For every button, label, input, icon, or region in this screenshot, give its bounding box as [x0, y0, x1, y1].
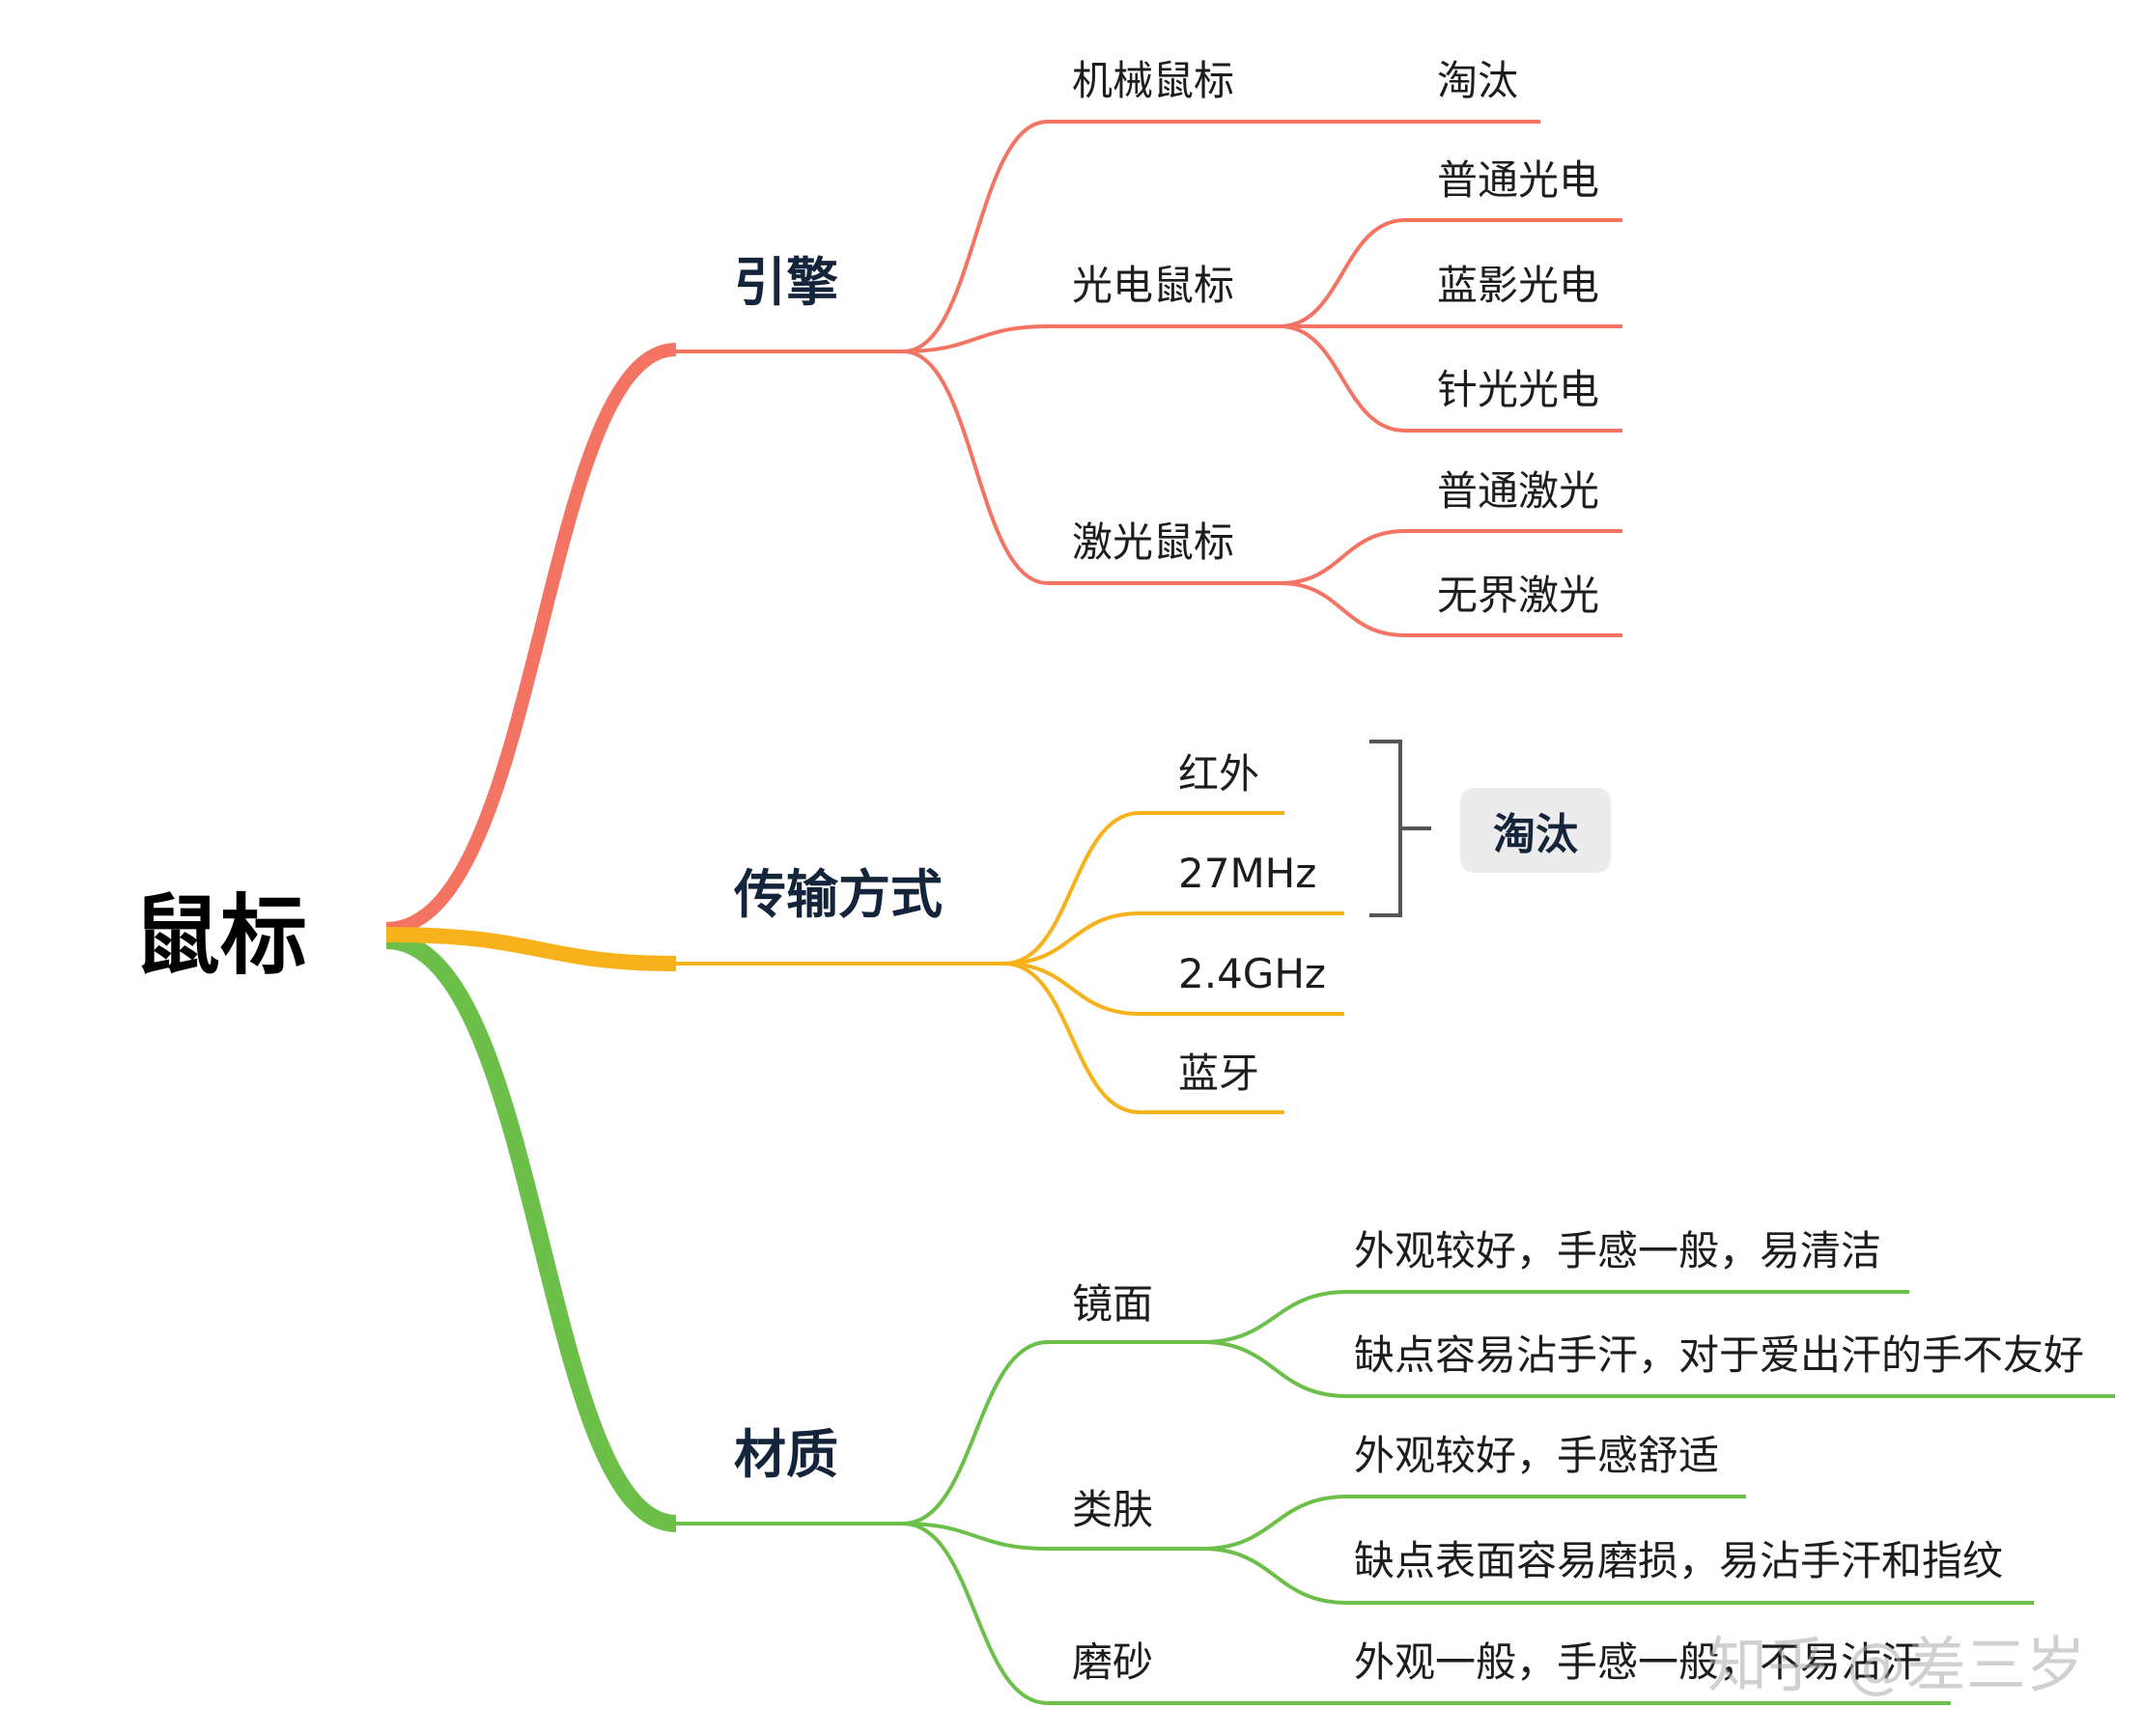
leaf-skin-cons: 缺点表面容易磨损，易沾手汗和指纹: [1354, 1537, 2004, 1584]
branch-material: 材质: [734, 1424, 838, 1485]
edge-optical-3: [1279, 324, 1622, 433]
watermark: 知乎 @差三岁: [1707, 1630, 2086, 1700]
edge-laser: [902, 350, 1289, 585]
branch-transmission: 传输方式: [734, 864, 943, 925]
edge-27mhz: [1003, 911, 1344, 966]
edge-mirror-2: [1201, 1340, 2115, 1398]
edge-mechanical: [902, 120, 1540, 353]
trunk-engine: [385, 343, 677, 936]
node-24ghz: 2.4GHz: [1178, 950, 1326, 997]
trunk-transmission: [385, 927, 677, 971]
leaf-mirror-cons: 缺点容易沾手汗，对于爱出汗的手不友好: [1354, 1331, 2085, 1379]
summary-obsolete-badge: 淘汰: [1460, 788, 1611, 873]
leaf-laser-unbounded: 无界激光: [1437, 572, 1600, 619]
branch-engine: 引擎: [734, 252, 838, 313]
trunk-material: [385, 932, 677, 1532]
edge-laser-1: [1279, 529, 1622, 585]
edge-skin: [902, 1522, 1212, 1551]
edge-skin-2: [1201, 1547, 2034, 1605]
node-laser-mouse: 激光鼠标: [1072, 518, 1235, 566]
leaf-matte-notes: 外观一般，手感一般，不易沾汗: [1354, 1638, 1923, 1686]
node-bluetooth: 蓝牙: [1178, 1050, 1260, 1097]
leaf-mechanical-obsolete: 淘汰: [1437, 57, 1519, 104]
leaf-optical-pinlight: 针光光电: [1437, 366, 1600, 413]
edge-optical-1: [1279, 218, 1622, 328]
edge-mirror: [902, 1340, 1212, 1526]
leaf-skin-pros: 外观较好，手感舒适: [1354, 1432, 1720, 1479]
edge-infrared: [1003, 811, 1284, 966]
summary-bracket: [1369, 740, 1431, 917]
node-27mhz: 27MHz: [1178, 850, 1317, 897]
leaf-mirror-pros: 外观较好，手感一般，易清洁: [1354, 1227, 1882, 1274]
edge-mirror-1: [1201, 1290, 1909, 1344]
node-matte: 磨砂: [1072, 1638, 1154, 1686]
node-skin: 类肤: [1072, 1486, 1154, 1533]
node-mechanical-mouse: 机械鼠标: [1072, 57, 1235, 104]
edge-optical: [902, 324, 1289, 353]
node-infrared: 红外: [1178, 750, 1260, 798]
leaf-optical-standard: 普通光电: [1437, 156, 1600, 204]
edge-bluetooth: [1003, 962, 1284, 1114]
leaf-optical-blueshadow: 蓝影光电: [1437, 262, 1600, 309]
edge-laser-2: [1279, 581, 1622, 637]
edge-24ghz: [1003, 962, 1344, 1016]
leaf-laser-standard: 普通激光: [1437, 467, 1600, 515]
node-optical-mouse: 光电鼠标: [1072, 262, 1235, 309]
edge-skin-1: [1201, 1495, 1746, 1551]
edge-matte: [902, 1522, 1951, 1705]
root-node: 鼠标: [133, 885, 307, 987]
node-mirror: 镜面: [1072, 1280, 1154, 1328]
